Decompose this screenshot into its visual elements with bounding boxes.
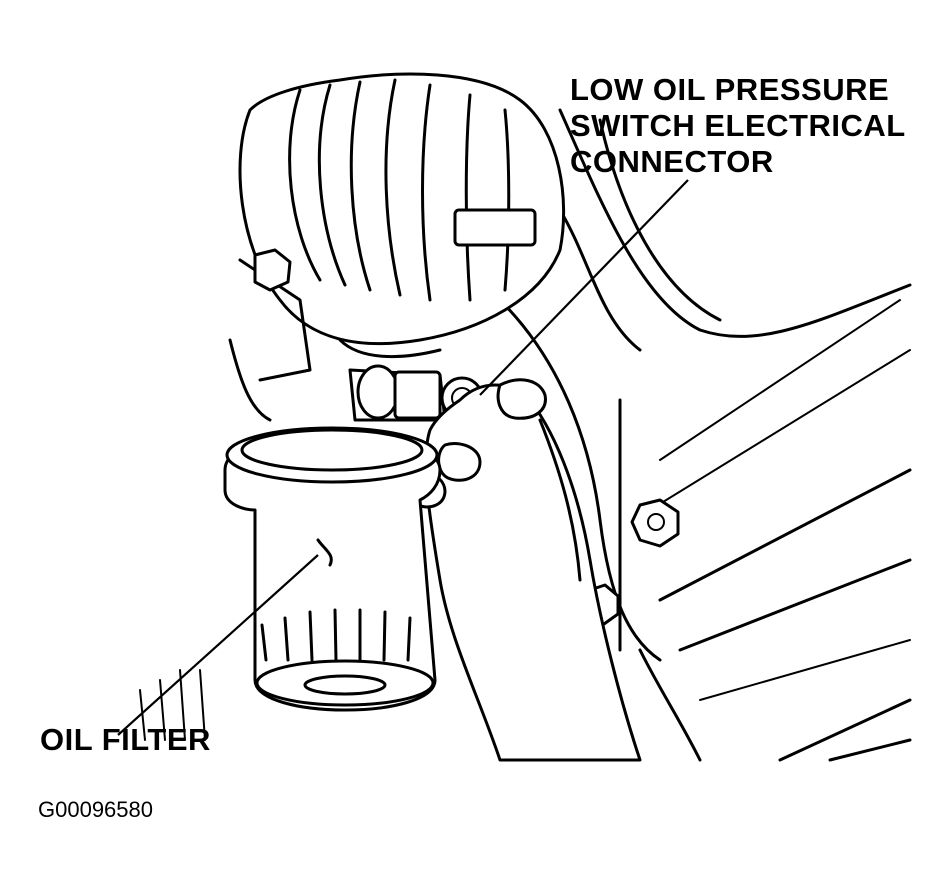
engine-block (498, 108, 912, 762)
switch-connector-label: LOW OIL PRESSURE SWITCH ELECTRICAL CONNE… (570, 72, 906, 180)
switch-leader-line (479, 179, 689, 396)
alternator (228, 72, 566, 422)
oil-filter (223, 426, 442, 712)
figure-id: G00096580 (38, 797, 153, 822)
hatching (139, 669, 206, 741)
filter-leader-line (117, 554, 319, 736)
hand (409, 378, 642, 762)
switch-label-line: LOW OIL PRESSURE (570, 72, 890, 107)
switch-label-line: SWITCH ELECTRICAL (570, 108, 906, 143)
oil-filter-label: OIL FILTER (40, 722, 211, 757)
switch-label-line: CONNECTOR (570, 144, 774, 179)
block-bolt (630, 498, 680, 548)
